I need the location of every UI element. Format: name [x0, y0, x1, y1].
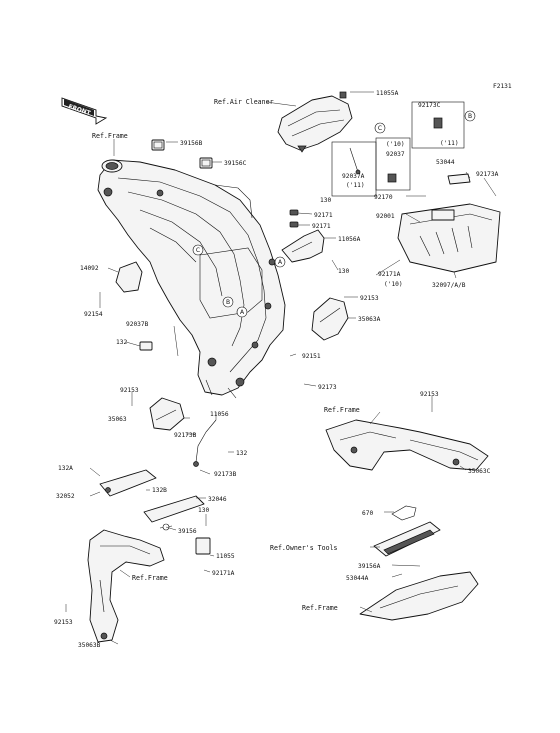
labels: 11055A Ref.Air Cleaner 92173C ('11) Ref.…: [54, 90, 499, 649]
grommet-39156b: [151, 139, 165, 151]
step-bracket-32052: [99, 469, 157, 497]
guard-32046: [143, 495, 205, 523]
ref-frame-right: Ref.Frame: [324, 406, 360, 414]
label-92171a-10: 92171A: [378, 271, 401, 278]
label-53044: 53044: [436, 159, 455, 166]
label-10b: ('10): [384, 281, 403, 288]
label-92153b: 92153: [120, 387, 139, 394]
cable-11056: [193, 419, 217, 467]
bracket-11056a: [281, 229, 325, 263]
main-frame: [97, 159, 286, 399]
detail-box-92173c: [411, 101, 465, 149]
label-32052: 32052: [56, 493, 75, 500]
label-35063a: 35063A: [358, 316, 381, 323]
label-11b: ('11): [346, 182, 365, 189]
svg-text:A: A: [278, 259, 283, 266]
tail-cover: [359, 571, 479, 621]
step-bracket-35063b: [87, 529, 165, 643]
label-92173c: 92173C: [418, 102, 441, 109]
label-92151: 92151: [302, 353, 321, 360]
label-92037: 92037: [386, 151, 405, 158]
label-53044a: 53044A: [346, 575, 369, 582]
label-32097: 32097/A/B: [432, 282, 466, 289]
label-92173a: 92173A: [476, 171, 499, 178]
callout-a-frame: A: [236, 306, 248, 318]
label-132b: 132: [236, 450, 247, 457]
grommet-39156c: [199, 157, 213, 169]
label-92001: 92001: [376, 213, 395, 220]
label-92173b-2: 92173B: [214, 471, 237, 478]
leader-lines: [65, 91, 497, 645]
label-35063: 35063: [108, 416, 127, 423]
label-92170: 92170: [374, 194, 393, 201]
label-10: ('10): [386, 141, 405, 148]
label-132a-cap: 132A: [58, 465, 73, 472]
label-11056: 11056: [210, 411, 229, 418]
label-130b: 130: [338, 268, 349, 275]
front-arrow: FRONT: [61, 97, 108, 125]
label-92154: 92154: [84, 311, 103, 318]
label-92171a: 92171: [314, 212, 333, 219]
label-92037b: 92037B: [126, 321, 149, 328]
detail-box-92037-10: [375, 137, 411, 191]
label-11056a: 11056A: [338, 236, 361, 243]
svg-text:B: B: [468, 113, 472, 120]
clip-92171-b: [289, 221, 299, 228]
label-92153d: 92153: [54, 619, 73, 626]
cover-14092: [115, 261, 143, 293]
bracket-35063a: [311, 297, 349, 341]
callout-c-top: C: [374, 122, 386, 134]
clip-92171-a: [289, 209, 299, 216]
label-132b-cap: 132B: [152, 487, 167, 494]
label-39156: 39156: [178, 528, 197, 535]
strap-53044: [447, 173, 471, 185]
tool-kit: [373, 521, 441, 557]
ecu-tray-32097: [397, 203, 501, 273]
label-92153a: 92153: [360, 295, 379, 302]
label-132a: 132: [116, 339, 127, 346]
label-92171b: 92171: [312, 223, 331, 230]
ref-frame-top: Ref.Frame: [92, 132, 128, 140]
callout-b-top: B: [464, 110, 476, 122]
label-92173b: 92173B: [174, 432, 197, 439]
label-130c: 130: [198, 507, 209, 514]
label-32046: 32046: [208, 496, 227, 503]
air-cleaner-cover-11055a: [277, 91, 353, 153]
bracket-35063: [149, 397, 185, 431]
ref-owners-tools: Ref.Owner's Tools: [270, 544, 338, 552]
callout-a-right: A: [274, 256, 286, 268]
ref-frame-bottom: Ref.Frame: [302, 604, 338, 612]
label-14092: 14092: [80, 265, 99, 272]
label-39156c: 39156C: [224, 160, 247, 167]
svg-text:C: C: [378, 125, 382, 132]
label-92037a: 92037A: [342, 173, 365, 180]
callout-c-frame: C: [192, 244, 204, 256]
callout-b-frame: B: [222, 296, 234, 308]
label-11055a: 11055A: [376, 90, 399, 97]
label-92171a-bottom: 92171A: [212, 570, 235, 577]
ref-air-cleaner: Ref.Air Cleaner: [214, 98, 274, 106]
figure-id: F2131: [493, 83, 512, 90]
svg-text:B: B: [226, 299, 230, 306]
label-39156b: 39156B: [180, 140, 203, 147]
label-92173: 92173: [318, 384, 337, 391]
ref-frame-left: Ref.Frame: [132, 574, 168, 582]
label-92153c: 92153: [420, 391, 439, 398]
label-39156a: 39156A: [358, 563, 381, 570]
label-35063b: 35063B: [78, 642, 101, 649]
label-11055: 11055: [216, 553, 235, 560]
label-11: ('11): [440, 140, 459, 147]
label-130a: 130: [320, 197, 331, 204]
bracket-11055: [195, 537, 211, 555]
label-35063c: 35063C: [468, 468, 491, 475]
step-bracket-35063c: [325, 419, 489, 471]
svg-text:A: A: [240, 309, 245, 316]
tool-strap-670: [391, 505, 417, 521]
label-670: 670: [362, 510, 373, 517]
clamp-92037b: [139, 341, 153, 351]
svg-text:C: C: [196, 247, 200, 254]
